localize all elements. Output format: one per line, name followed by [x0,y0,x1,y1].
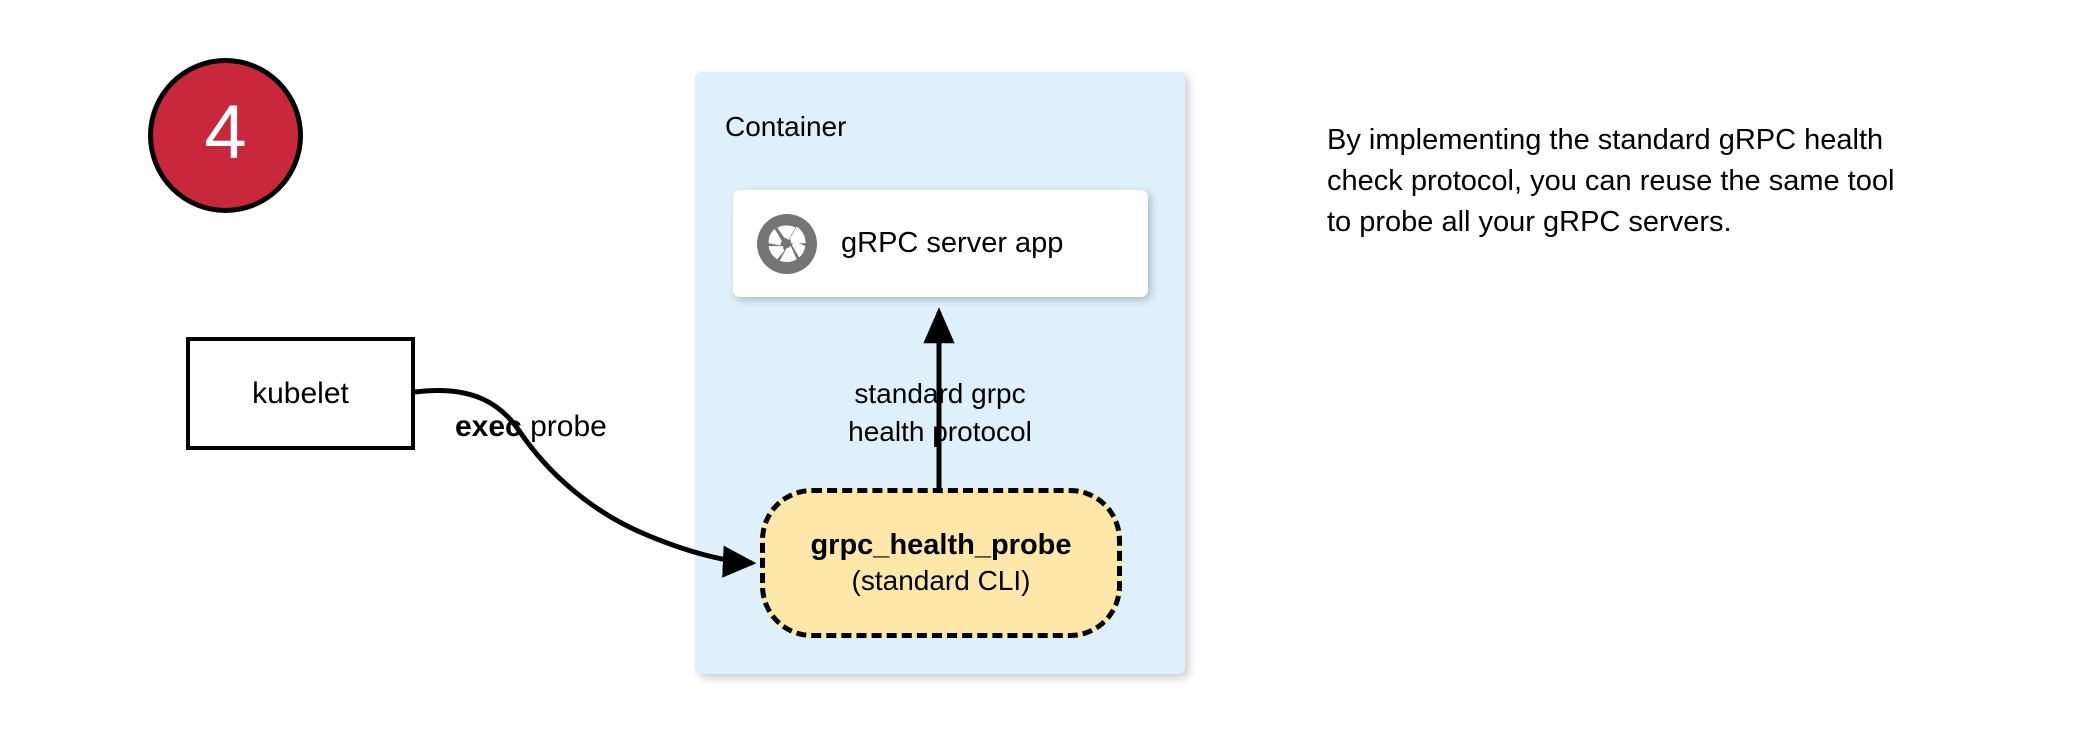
container-title: Container [725,111,847,142]
step-number-badge: 4 [148,58,303,213]
exec-probe-edge-label: exec probe [455,410,607,443]
probe-word: probe [521,410,607,443]
grpc-server-app-node: gRPC server app [733,190,1148,297]
grpc-health-probe-node: grpc_health_probe (standard CLI) [760,488,1122,638]
health-protocol-line-1: standard grpc [854,378,1026,409]
grpc-health-probe-title: grpc_health_probe [810,529,1072,562]
health-protocol-edge-label: standard grpc health protocol [830,375,1050,451]
kubelet-node: kubelet [186,337,415,450]
grpc-health-probe-subtitle: (standard CLI) [851,564,1031,596]
exec-keyword: exec [455,410,522,443]
health-protocol-line-2: health protocol [848,415,1032,447]
kubelet-label: kubelet [252,377,349,410]
step-number-label: 4 [204,89,247,175]
grpc-aperture-icon [757,213,817,274]
explanatory-note: By implementing the standard gRPC health… [1327,124,1895,239]
grpc-server-app-label: gRPC server app [841,226,1064,259]
